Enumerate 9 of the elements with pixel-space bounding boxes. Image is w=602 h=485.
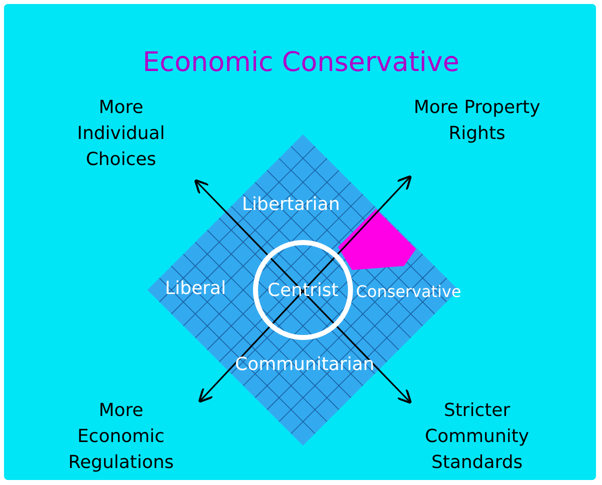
region-label: Libertarian — [242, 193, 340, 217]
axis-label: More Property Rights — [412, 96, 542, 146]
axis-label: Stricter Community Standards — [424, 399, 530, 475]
axis-label: More Individual Choices — [76, 96, 166, 172]
region-label: Liberal — [165, 277, 226, 301]
axis-label: More Economic Regulations — [67, 399, 175, 475]
region-label: Conservative — [356, 281, 462, 303]
title: Economic Conservative — [142, 46, 460, 80]
region-label: Communitarian — [235, 353, 374, 377]
